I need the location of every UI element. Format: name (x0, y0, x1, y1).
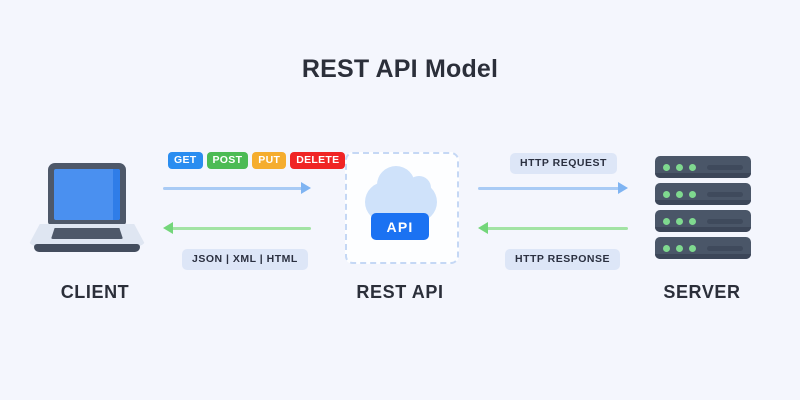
server-slot (707, 245, 743, 251)
method-badge-post[interactable]: POST (206, 152, 249, 169)
arrow-line (487, 227, 628, 230)
method-badge-put[interactable]: PUT (252, 152, 287, 169)
server-led (676, 217, 683, 225)
rest-api-label: REST API (356, 282, 444, 302)
laptop-screen (54, 169, 120, 220)
arrow-line (478, 187, 619, 190)
server-led (689, 244, 696, 252)
server-led (663, 190, 670, 198)
server-led (689, 190, 696, 198)
laptop-lid (48, 163, 126, 225)
server-led (663, 217, 670, 225)
http-response-pill: HTTP RESPONSE (505, 249, 620, 270)
server-led (676, 163, 683, 171)
server-rack-unit (655, 210, 751, 232)
server-rack-unit (655, 156, 751, 178)
server-slot (707, 191, 743, 197)
arrow-server-to-api-response (478, 222, 628, 234)
http-request-pill: HTTP REQUEST (510, 153, 617, 174)
server-rack-unit (655, 183, 751, 205)
arrow-head (478, 222, 488, 234)
method-badge-get[interactable]: GET (168, 152, 203, 169)
method-badge-delete[interactable]: DELETE (290, 152, 346, 169)
laptop-icon (28, 163, 146, 255)
laptop-keyboard (51, 228, 123, 239)
server-slot (707, 218, 743, 224)
arrow-line (163, 187, 302, 190)
server-led (676, 190, 683, 198)
arrow-line (172, 227, 311, 230)
arrow-api-to-client-response (163, 222, 311, 234)
server-led (676, 244, 683, 252)
server-slot (707, 164, 743, 170)
client-label: CLIENT (60, 282, 130, 302)
arrow-head (163, 222, 173, 234)
arrow-head (618, 182, 628, 194)
page-title: REST API Model (301, 55, 499, 83)
arrow-head (301, 182, 311, 194)
server-led (689, 163, 696, 171)
api-badge[interactable]: API (371, 213, 429, 240)
server-led (663, 163, 670, 171)
http-method-badges: GET POST PUT DELETE (168, 152, 346, 169)
server-rack-unit (655, 237, 751, 259)
server-label: SERVER (663, 282, 741, 302)
server-led (689, 217, 696, 225)
arrow-api-to-server-request (478, 182, 628, 194)
server-led (663, 244, 670, 252)
response-formats-pill: JSON | XML | HTML (182, 249, 308, 270)
server-rack-icon (655, 156, 751, 260)
laptop-foot (34, 244, 140, 252)
arrow-client-to-api-request (163, 182, 311, 194)
